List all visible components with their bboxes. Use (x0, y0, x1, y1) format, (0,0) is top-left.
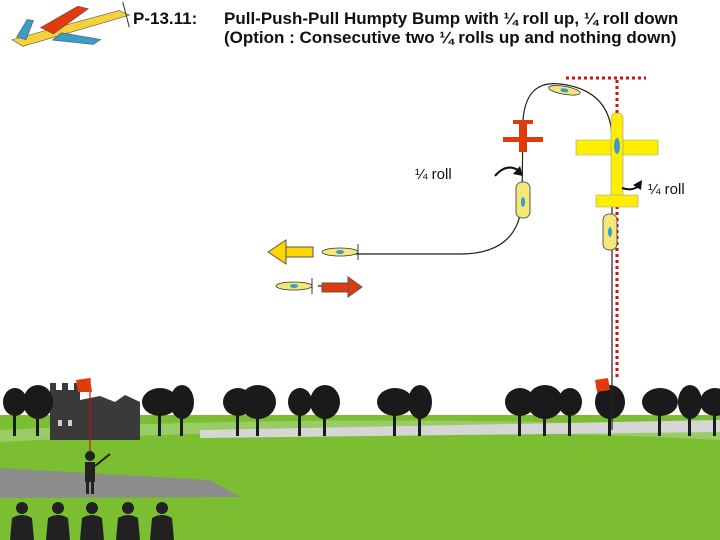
castle-ruin (50, 383, 140, 440)
roll-arrow-left (494, 166, 519, 177)
plane-front-view-red (503, 120, 543, 152)
judge-silhouette (150, 502, 174, 540)
plane-vertical-up (515, 181, 531, 219)
tree (558, 388, 582, 436)
tree (505, 388, 535, 436)
tree (642, 388, 678, 436)
plane-top-view (575, 112, 659, 208)
tree (288, 388, 312, 436)
humpty-bump-path (325, 83, 613, 430)
tree (595, 385, 625, 436)
figure-title: Pull-Push-Pull Humpty Bump with ¼ roll u… (224, 9, 679, 47)
judge-silhouette (116, 502, 140, 540)
flag-right (595, 378, 610, 392)
arrow-left-exit (267, 239, 314, 265)
tree (408, 385, 432, 436)
flag-left (76, 378, 92, 455)
tree (377, 388, 413, 436)
tree (142, 388, 178, 436)
plane-exit (321, 244, 359, 260)
plane-vertical-down (602, 213, 618, 251)
tree (678, 385, 702, 436)
roll-arrow-left-head (513, 166, 523, 176)
tree (310, 385, 340, 436)
figure-code: P-13.11: (133, 9, 198, 28)
plane-entry (275, 278, 313, 294)
flight-path (318, 83, 613, 430)
judge-silhouette (46, 502, 70, 540)
logo-plane (11, 1, 131, 47)
roll-label-left: ¼ roll (415, 166, 452, 183)
judge-silhouette (80, 502, 104, 540)
roll-label-right: ¼ roll (648, 181, 685, 198)
runway (0, 468, 240, 498)
tree-line (3, 385, 720, 436)
roll-arrow-right-head (633, 180, 642, 190)
tree (700, 388, 720, 436)
arrow-right-entry (321, 276, 363, 298)
judge-silhouette (10, 502, 34, 540)
plane-top-turn (548, 85, 581, 96)
tree (170, 385, 194, 436)
distant-road (200, 420, 720, 438)
pilot-silhouette (85, 451, 111, 494)
tree (23, 385, 53, 436)
tree (240, 385, 276, 436)
judges-row (10, 502, 174, 540)
tree (527, 385, 563, 436)
tree (3, 388, 27, 436)
